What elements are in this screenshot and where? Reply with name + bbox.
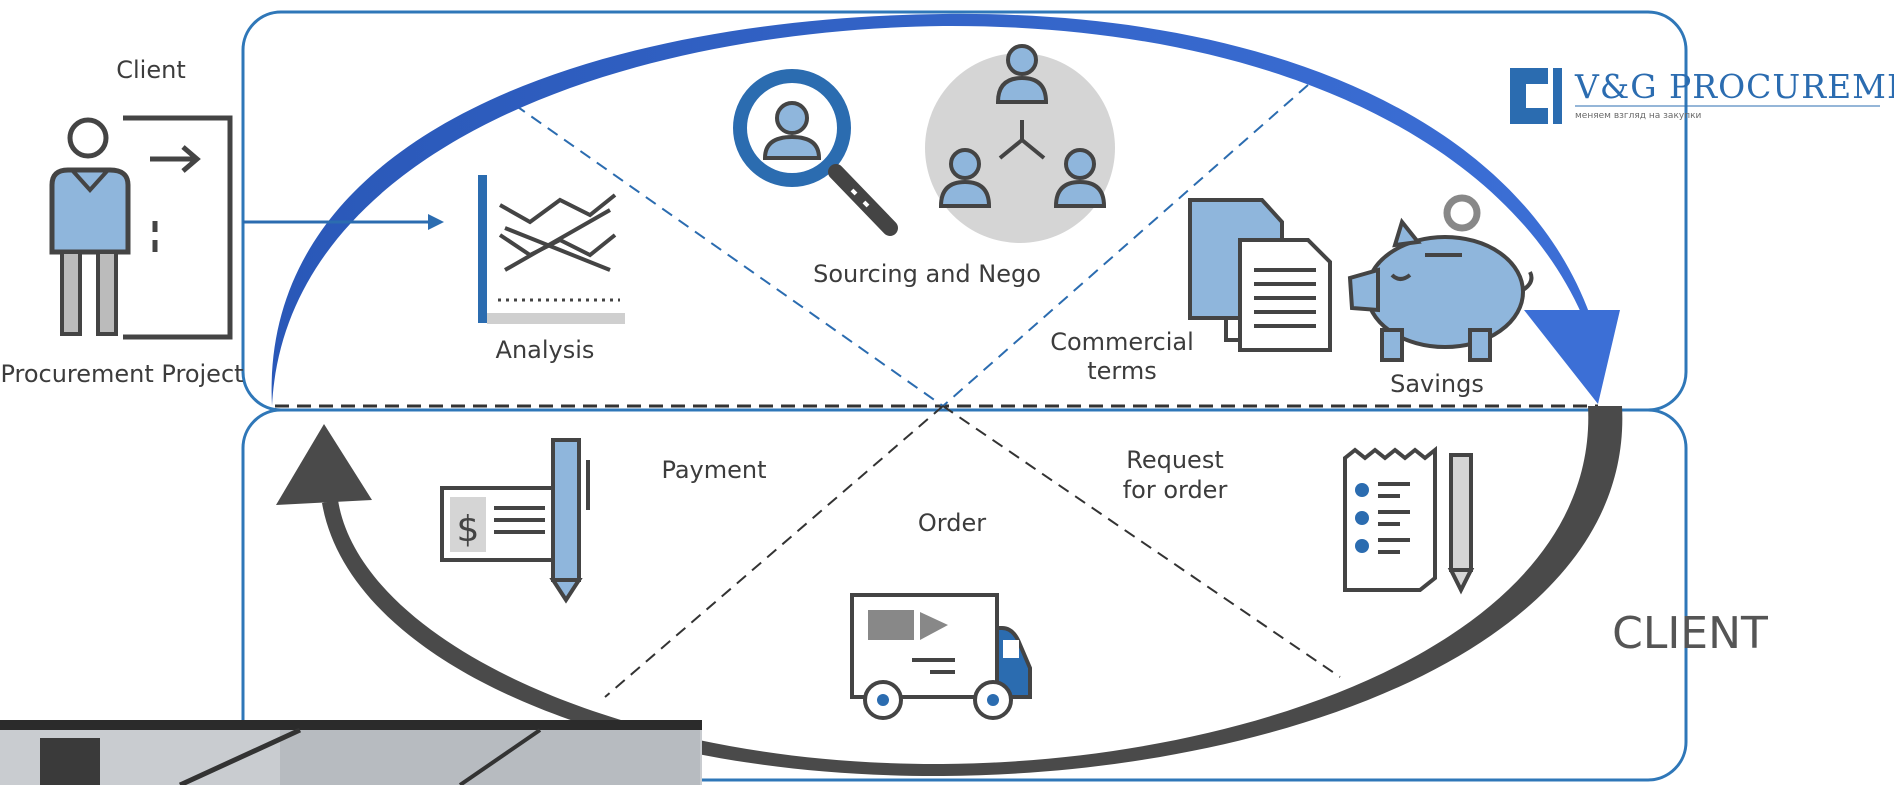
stage-commercial-line1: Commercial xyxy=(1050,328,1194,356)
documents-icon xyxy=(1188,198,1332,352)
divider-request xyxy=(942,405,1341,678)
chart-icon xyxy=(478,175,625,324)
upper-arc-arrowhead xyxy=(1524,310,1620,404)
piggy-bank-icon xyxy=(1347,194,1534,362)
procurement-project-label: Procurement Project xyxy=(0,360,243,388)
truck-icon xyxy=(850,593,1032,720)
brand-tagline: меняем взгляд на закупки xyxy=(1575,111,1702,121)
stage-request-line2: for order xyxy=(1123,476,1228,504)
stage-sourcing: Sourcing and Nego xyxy=(813,260,1041,288)
stage-payment: Payment xyxy=(661,456,766,484)
divider-payment xyxy=(604,405,944,698)
stage-commercial-line2: terms xyxy=(1087,357,1157,385)
checklist-icon xyxy=(1343,445,1475,595)
connector-arrowhead xyxy=(428,214,444,230)
team-icon xyxy=(925,44,1115,243)
brand-name: V&G PROCUREMENT xyxy=(1574,67,1894,106)
client-label: Client xyxy=(116,56,185,84)
brand-logo: V&G PROCUREMENT меняем взгляд на закупки xyxy=(1510,67,1894,124)
search-person-icon xyxy=(733,69,898,236)
presenter-icon xyxy=(49,115,233,340)
svg-text:$: $ xyxy=(457,509,480,550)
stage-request-line1: Request xyxy=(1126,446,1224,474)
client-big-label: CLIENT xyxy=(1612,608,1768,659)
logo-mark-icon xyxy=(1510,68,1548,124)
inset-photo xyxy=(0,720,702,785)
lower-arc-arrowhead xyxy=(276,424,372,505)
stage-order: Order xyxy=(918,509,986,537)
cheque-icon: $ xyxy=(440,438,590,604)
stage-savings: Savings xyxy=(1390,370,1484,398)
lower-frame xyxy=(241,408,1688,782)
stage-analysis: Analysis xyxy=(496,336,595,364)
divider-analysis xyxy=(514,104,944,407)
divider-commercial xyxy=(942,84,1309,407)
